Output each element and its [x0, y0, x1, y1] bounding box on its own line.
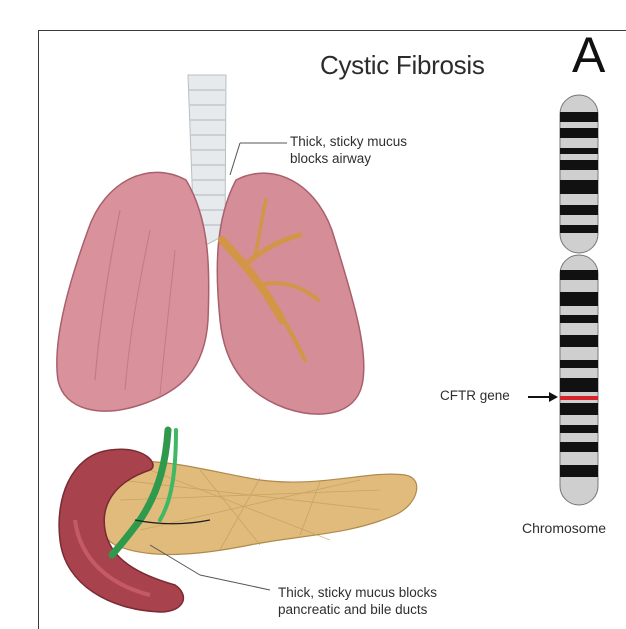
cftr-band: [560, 396, 598, 400]
airway-caption-line1: Thick, sticky mucus: [290, 134, 407, 151]
pancreas-illustration: [92, 461, 417, 554]
right-lung-illustration: [217, 173, 364, 414]
left-lung-illustration: [57, 172, 209, 411]
ducts-pointer-line: [200, 575, 270, 590]
airway-pointer-line-2: [230, 143, 240, 175]
ducts-caption-line2: pancreatic and bile ducts: [278, 602, 437, 619]
chromosome-label: Chromosome: [522, 520, 606, 536]
ducts-caption-line1: Thick, sticky mucus blocks: [278, 585, 437, 602]
airway-caption: Thick, sticky mucus blocks airway: [290, 134, 407, 168]
cftr-arrow: [528, 392, 558, 402]
panel-letter: A: [572, 30, 605, 80]
chromosome-illustration: [560, 95, 598, 505]
airway-caption-line2: blocks airway: [290, 151, 407, 168]
cftr-gene-label: CFTR gene: [440, 388, 510, 403]
ducts-caption: Thick, sticky mucus blocks pancreatic an…: [278, 585, 437, 619]
figure-title: Cystic Fibrosis: [320, 50, 485, 81]
